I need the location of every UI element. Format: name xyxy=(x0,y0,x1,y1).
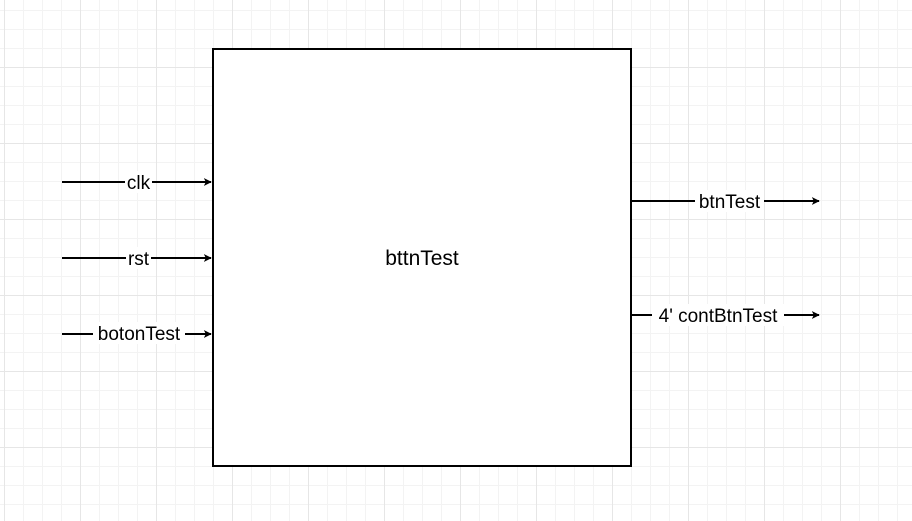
input-label-rst: rst xyxy=(128,249,150,270)
output-port-contbtntest[interactable]: 4' contBtnTest xyxy=(632,304,820,327)
label-background xyxy=(695,190,764,212)
output-label-contbtntest: 4' contBtnTest xyxy=(659,306,778,327)
label-background xyxy=(652,304,784,326)
output-port-btntest[interactable]: btnTest xyxy=(632,190,820,213)
input-port-rst[interactable]: rst xyxy=(62,247,212,270)
output-label-btntest: btnTest xyxy=(699,192,761,213)
label-background xyxy=(93,322,185,344)
input-port-botontest[interactable]: botonTest xyxy=(62,322,212,345)
label-background xyxy=(126,247,151,269)
input-label-botontest: botonTest xyxy=(98,324,181,345)
input-port-clk[interactable]: clk xyxy=(62,171,212,194)
label-background xyxy=(125,171,152,193)
input-label-clk: clk xyxy=(127,173,151,194)
module-name: bttnTest xyxy=(385,247,459,270)
module-box[interactable] xyxy=(212,48,632,467)
